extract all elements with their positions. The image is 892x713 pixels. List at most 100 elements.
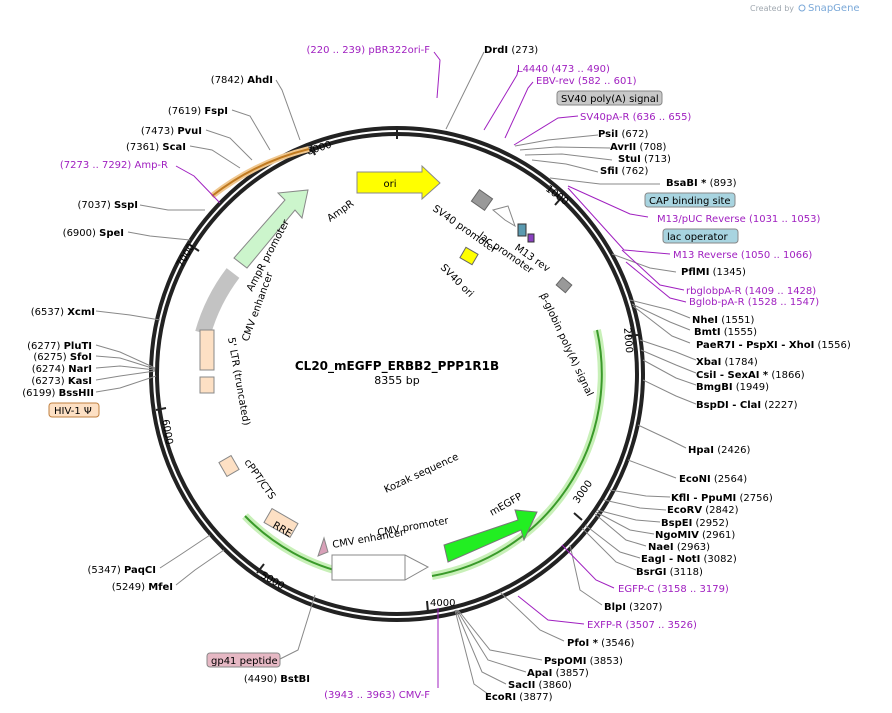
primer-label: (3943 .. 3963) CMV-F <box>324 690 430 701</box>
brand-text: SnapGene <box>808 3 860 14</box>
restriction-site: BmtI (1555) <box>694 327 757 338</box>
restriction-site: (5249) MfeI <box>112 582 173 593</box>
restriction-site: (6275) SfoI <box>33 352 92 363</box>
restriction-site: PfoI * (3546) <box>567 638 635 649</box>
restriction-site: EcoRV (2842) <box>667 505 739 516</box>
restriction-site: ApaI (3857) <box>527 668 589 679</box>
ltr-box <box>199 329 215 371</box>
restriction-site: (5347) PaqCI <box>88 565 156 576</box>
tick-label: 4000 <box>430 598 455 609</box>
primer-label: M13/pUC Reverse (1031 .. 1053) <box>657 214 820 225</box>
restriction-site: BsrGI (3118) <box>636 567 703 578</box>
restriction-site: BspEI (2952) <box>661 518 729 529</box>
plasmid-length: 8355 bp <box>374 374 419 387</box>
restriction-site: NheI (1551) <box>692 315 755 326</box>
gp41-marker <box>317 536 329 557</box>
ori-arrow <box>356 164 441 201</box>
restriction-site: KflI - PpuMI (2756) <box>671 493 773 504</box>
sv40-polya-box <box>556 90 663 106</box>
ampr-backbone-highlight <box>210 146 310 199</box>
snapgene-logo-icon <box>798 4 806 12</box>
tick-label: 5000 <box>259 570 287 592</box>
restriction-site: PflMI (1345) <box>681 267 746 278</box>
tick-label: 2000 <box>621 327 634 353</box>
restriction-site: NaeI (2963) <box>648 542 710 553</box>
tick-label: 6000 <box>159 419 174 446</box>
restriction-site: BsaBI * (893) <box>666 178 737 189</box>
cppt-label: cPPT/CTS <box>242 457 278 501</box>
ltr-label: 5' LTR (truncated) <box>225 337 251 427</box>
primer-label: (220 .. 239) pBR322ori-F <box>306 45 430 56</box>
bglobin-arc <box>431 329 603 577</box>
cmv-enhancer-bottom <box>331 554 430 581</box>
megfp-arrow <box>443 509 538 563</box>
ampr-arrow <box>233 189 309 269</box>
ampr-label: AmpR <box>325 198 356 224</box>
primer-labels: (220 .. 239) pBR322ori-F L4440 (473 .. 4… <box>60 45 821 701</box>
cap-label: CAP binding site <box>649 196 731 207</box>
restriction-site: (4490) BstBI <box>244 674 310 685</box>
restriction-site: (7361) ScaI <box>126 142 186 153</box>
restriction-site: PaeR7I - PspXI - XhoI (1556) <box>696 340 851 351</box>
restriction-site: (6199) BssHII <box>22 388 94 399</box>
sv40-ori-label: SV40 ori <box>438 262 476 300</box>
restriction-site: (6900) SpeI <box>63 228 124 239</box>
restriction-site: PsiI (672) <box>598 129 648 140</box>
restriction-site: AvrII (708) <box>610 142 666 153</box>
restriction-site: EcoNI (2564) <box>679 474 747 485</box>
gp41-label: gp41 peptide <box>211 656 278 667</box>
restriction-site: (7037) SspI <box>78 200 139 211</box>
restriction-site: CsiI - SexAI * (1866) <box>696 370 805 381</box>
ltr-box-2 <box>199 376 215 394</box>
restriction-site: (7842) AhdI <box>211 75 273 86</box>
lac-operator-box <box>662 228 739 244</box>
primer-label: EBV-rev (582 .. 601) <box>536 76 637 87</box>
plasmid-name: CL20_mEGFP_ERBB2_PPP1R1B <box>295 359 499 374</box>
restriction-site: PspOMI (3853) <box>544 656 623 667</box>
primer-label: Bglob-pA-R (1528 .. 1547) <box>689 297 819 308</box>
lac-operator-label: lac operator <box>667 232 728 243</box>
restriction-site: XbaI (1784) <box>696 357 758 368</box>
m13-marker <box>527 233 535 243</box>
sv40-ori-box <box>459 246 479 266</box>
restriction-site: (7473) PvuI <box>141 126 202 137</box>
primer-label: (7273 .. 7292) Amp-R <box>60 160 168 171</box>
ticks <box>155 128 639 613</box>
restriction-site: StuI (713) <box>618 154 671 165</box>
primer-label: M13 Reverse (1050 .. 1066) <box>673 250 812 261</box>
sites-left: (7842) AhdI(7619) FspI(7473) PvuI(7361) … <box>22 75 310 685</box>
bglobin-marker <box>555 276 573 294</box>
primer-label: SV40pA-R (636 .. 655) <box>580 112 691 123</box>
sites-right: DrdI (273) PsiI (672) AvrII (708)StuI (713… <box>484 45 851 703</box>
restriction-site: (6537) XcmI <box>31 307 95 318</box>
restriction-site: (6273) KasI <box>31 376 92 387</box>
primer-label: L4440 (473 .. 490) <box>517 64 610 75</box>
hiv-psi-label: HIV-1 Ψ <box>54 406 92 417</box>
restriction-site: BspDI - ClaI (2227) <box>696 400 798 411</box>
gp41-box <box>206 652 281 668</box>
restriction-site: BlpI (3207) <box>604 602 662 613</box>
primer-lines <box>175 51 687 688</box>
ori-label: ori <box>383 179 396 190</box>
sv40-polya-label: SV40 poly(A) signal <box>561 94 659 105</box>
restriction-site: NgoMIV (2961) <box>655 530 735 541</box>
cmv-promoter-label: CMV promoter <box>377 515 451 538</box>
sv40-polya-box-small <box>470 188 494 212</box>
hiv-psi-box <box>48 402 100 418</box>
primer-label: EGFP-C (3158 .. 3179) <box>618 584 729 595</box>
restriction-site: EcoRI (3877) <box>485 692 553 703</box>
primer-label: rbglobpA-R (1409 .. 1428) <box>686 286 816 297</box>
restriction-site: DrdI (273) <box>484 45 538 56</box>
kozak-label: Kozak sequence <box>383 452 461 496</box>
credit-text: Created by <box>750 4 794 13</box>
ampr-backbone-arc <box>211 148 310 197</box>
boxed-features: SV40 poly(A) signal CAP binding site lac… <box>48 90 739 668</box>
cap-box <box>644 192 736 208</box>
tick-label: 7000 <box>175 242 197 270</box>
restriction-site: SacII (3860) <box>508 680 572 691</box>
leader-lines-right <box>445 51 697 695</box>
cmv-enhancer-top-arc <box>195 268 240 336</box>
sv40-promoter-label: SV40 promoter <box>430 203 499 256</box>
bglobin-label: β-globin poly(A) signal <box>537 292 594 399</box>
